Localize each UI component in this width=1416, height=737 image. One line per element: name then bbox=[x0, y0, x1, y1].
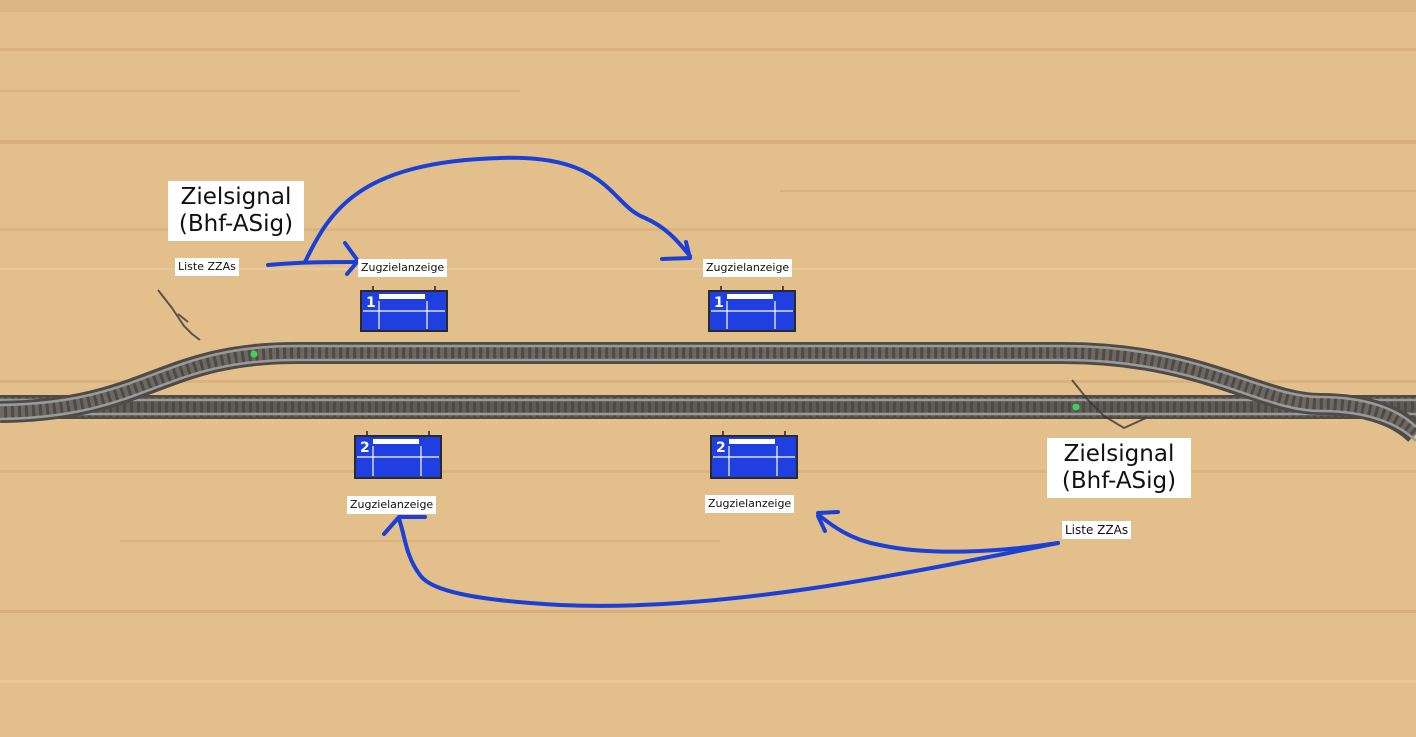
arrowhead-2-left bbox=[382, 515, 427, 536]
track-number: 2 bbox=[360, 440, 370, 456]
signal-title-line1: Zielsignal bbox=[180, 184, 292, 210]
display-label-track1-right[interactable]: Zugzielanzeige bbox=[703, 259, 793, 277]
track-number: 1 bbox=[366, 295, 376, 311]
arrow-to-display-1-right bbox=[303, 155, 692, 264]
track-main bbox=[0, 395, 1416, 419]
arrow-to-display-2-right bbox=[818, 514, 1060, 554]
arrow-to-display-1-left bbox=[266, 260, 358, 267]
signal-title-line2: (Bhf-ASig) bbox=[178, 211, 294, 237]
signal-title-line2: (Bhf-ASig) bbox=[1061, 468, 1177, 494]
signal-mast-right bbox=[1071, 379, 1147, 430]
track-number: 1 bbox=[714, 295, 724, 311]
display-label-track1-left[interactable]: Zugzielanzeige bbox=[358, 259, 448, 277]
signal-list-label-left[interactable]: Liste ZZAs bbox=[175, 258, 239, 276]
arrow-to-display-2-left bbox=[397, 517, 1060, 608]
display-label-track2-right[interactable]: Zugzielanzeige bbox=[705, 495, 795, 513]
arrows bbox=[266, 155, 1060, 608]
display-board-track2-right[interactable]: 2 bbox=[710, 431, 798, 479]
display-label-track2-left[interactable]: Zugzielanzeige bbox=[347, 496, 437, 514]
track-number: 2 bbox=[716, 440, 726, 456]
arrowhead-2-right bbox=[816, 510, 840, 533]
display-board-track1-left[interactable]: 1 bbox=[360, 286, 448, 332]
signal-mast-left bbox=[157, 289, 201, 341]
signal-title-right: Zielsignal (Bhf-ASig) bbox=[1047, 438, 1191, 498]
signal-lamp-right[interactable] bbox=[1072, 403, 1080, 411]
signal-lamp-left[interactable] bbox=[250, 350, 258, 358]
signal-list-label-right[interactable]: Liste ZZAs bbox=[1062, 521, 1132, 539]
display-board-track2-left[interactable]: 2 bbox=[354, 431, 442, 479]
track-siding bbox=[0, 341, 1416, 443]
arrowhead-1-right bbox=[660, 240, 692, 261]
display-board-track1-right[interactable]: 1 bbox=[708, 286, 796, 332]
signal-title-line1: Zielsignal bbox=[1063, 441, 1175, 467]
signal-title-left: Zielsignal (Bhf-ASig) bbox=[168, 181, 304, 241]
